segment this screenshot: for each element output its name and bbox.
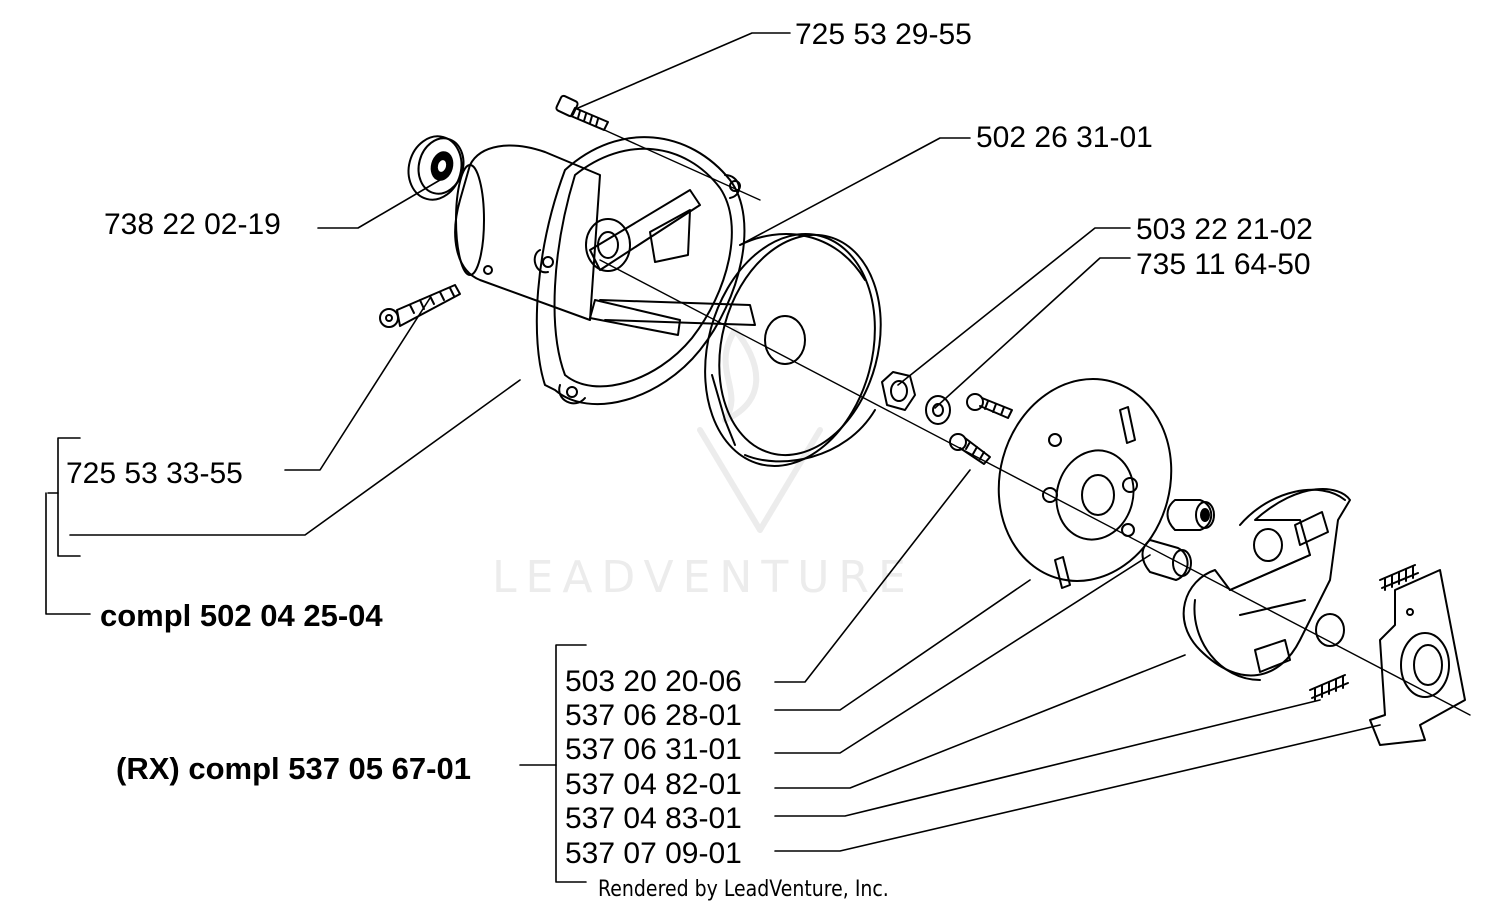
label-502-26-31-01[interactable]: 502 26 31-01 xyxy=(976,121,1153,154)
label-537-07-09-01[interactable]: 537 07 09-01 xyxy=(565,837,742,870)
clutch-drum xyxy=(704,233,882,467)
watermark-text: LEADVENTURE xyxy=(492,552,915,603)
screw-top xyxy=(555,94,609,131)
clutch-plate xyxy=(997,378,1173,589)
nut xyxy=(881,371,916,411)
label-537-06-31-01[interactable]: 537 06 31-01 xyxy=(565,733,742,766)
springs xyxy=(1309,564,1419,701)
label-503-22-21-02[interactable]: 503 22 21-02 xyxy=(1136,213,1313,246)
label-725-53-29-55[interactable]: 725 53 29-55 xyxy=(795,18,972,51)
label-503-20-20-06[interactable]: 503 20 20-06 xyxy=(565,665,742,698)
label-compl-502-04-25-04[interactable]: compl 502 04 25-04 xyxy=(100,598,383,633)
small-screws xyxy=(949,393,1013,465)
label-735-11-64-50[interactable]: 735 11 64-50 xyxy=(1136,248,1311,281)
washer xyxy=(925,395,951,425)
label-537-06-28-01[interactable]: 537 06 28-01 xyxy=(565,699,742,732)
label-738-22-02-19[interactable]: 738 22 02-19 xyxy=(104,208,281,241)
axis-line xyxy=(599,127,1471,716)
bracket xyxy=(1369,569,1466,746)
clutch-shoes xyxy=(1182,488,1351,681)
footer-credit: Rendered by LeadVenture, Inc. xyxy=(598,877,889,902)
label-rx-compl-537-05-67-01[interactable]: (RX) compl 537 05 67-01 xyxy=(116,751,471,786)
label-537-04-82-01[interactable]: 537 04 82-01 xyxy=(565,768,742,801)
label-725-53-33-55[interactable]: 725 53 33-55 xyxy=(66,457,243,490)
clutch-housing xyxy=(454,136,756,405)
label-537-04-83-01[interactable]: 537 04 83-01 xyxy=(565,802,742,835)
spacers xyxy=(1141,499,1215,581)
screw-left xyxy=(379,284,461,328)
leader-lines xyxy=(45,32,1381,883)
bearing xyxy=(407,135,465,201)
